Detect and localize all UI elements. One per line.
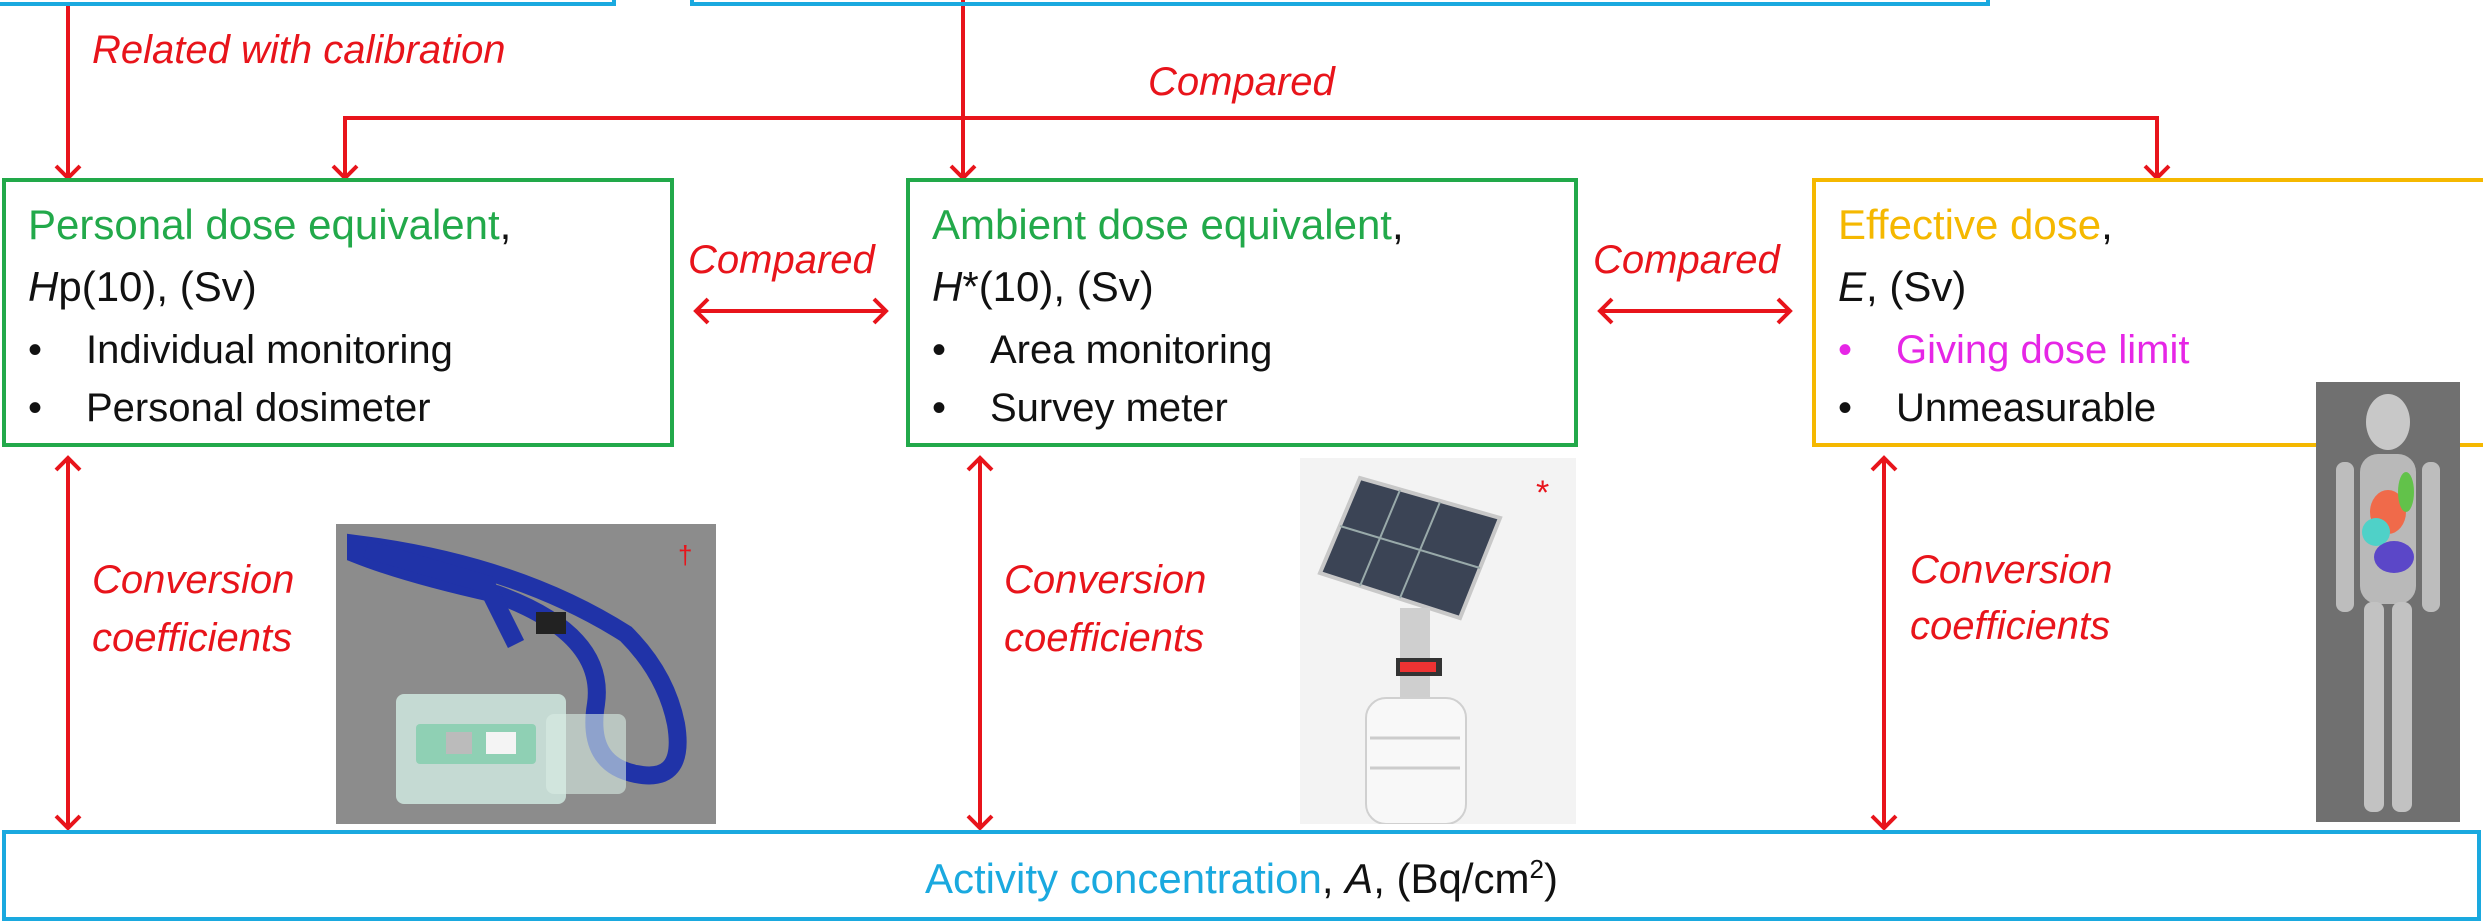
ambient-bullet-2: Survey meter [990,386,1228,430]
conversion-label-3b: coefficients [1910,604,2111,648]
dosimeter-dagger-mark: † [678,540,693,570]
ambient-symbol: H [932,263,963,310]
conversion-label-1a: Conversion [92,558,295,602]
activity-symbol: A [1345,855,1374,902]
compared-top-label: Compared [1148,60,1335,104]
personal-title: Personal dose equivalent [28,201,500,248]
survey-meter-star-mark: * [1536,474,1550,512]
personal-bullet-2: Personal dosimeter [86,386,431,430]
survey-meter-image [1300,458,1576,824]
effective-bullet-2: Unmeasurable [1896,386,2157,430]
compared-right-label: Compared [1593,238,1780,282]
conversion-label-2a: Conversion [1004,558,1207,602]
personal-symbol: H [28,263,59,310]
effective-bullet-1: Giving dose limit [1896,328,2190,372]
phantom-image [2316,382,2460,822]
top-center-box-edge [690,0,1990,6]
ambient-dose-box: Ambient dose equivalent, H*(10), (Sv) •A… [906,178,1578,447]
related-calibration-label: Related with calibration [92,28,506,72]
top-left-box-edge [0,0,616,6]
effective-symbol: E [1838,263,1867,310]
compared-bracket [343,116,2159,178]
conversion-label-3a: Conversion [1910,548,2113,592]
effective-title: Effective dose [1838,201,2102,248]
conversion-label-1b: coefficients [92,616,293,660]
compared-left-label: Compared [688,238,875,282]
ambient-bullet-1: Area monitoring [990,328,1273,372]
lanyard-image [336,524,716,824]
activity-concentration-box: Activity concentration, A, (Bq/cm2) [2,830,2481,921]
activity-title: Activity concentration [924,855,1322,902]
ambient-title: Ambient dose equivalent [932,201,1392,248]
personal-bullet-1: Individual monitoring [86,328,453,372]
personal-dose-box: Personal dose equivalent, Hp(10), (Sv) •… [2,178,674,447]
conversion-label-2b: coefficients [1004,616,1205,660]
human-phantom-photo [2316,382,2460,822]
personal-dosimeter-photo: † [336,524,716,824]
survey-meter-photo: * [1300,458,1576,824]
